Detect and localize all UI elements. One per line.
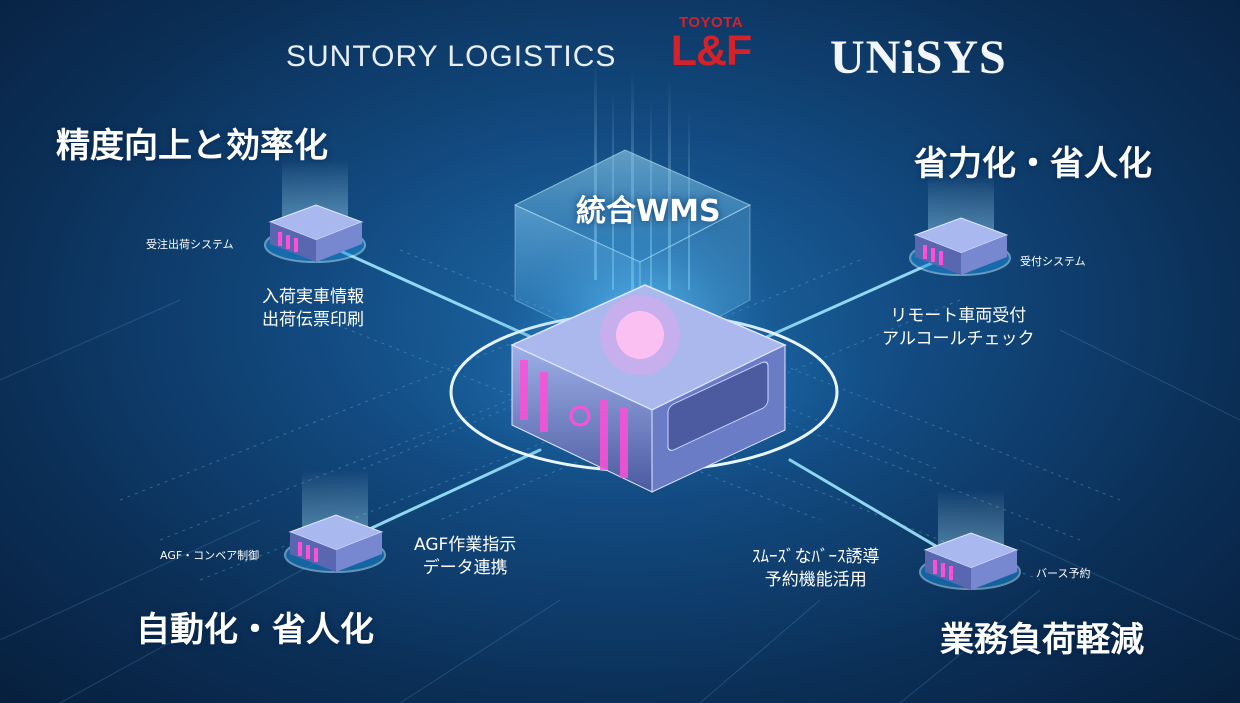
feature-line: AGF作業指示 — [414, 535, 517, 555]
feature-line: アルコールチェック — [882, 329, 1035, 349]
feature-line: 出荷伝票印刷 — [262, 310, 364, 330]
feature-text-top-left: 入荷実車情報 出荷伝票印刷 — [262, 286, 364, 332]
integrated-wms-title: 統合WMS — [576, 194, 721, 229]
feature-line: 入荷実車情報 — [262, 287, 364, 307]
system-label-reception: 受付システム — [1020, 255, 1086, 268]
toyota-lf-logo: TOYOTA L&F — [664, 14, 758, 75]
node-server-bottom-left — [284, 470, 386, 573]
heading-accuracy-efficiency: 精度向上と効率化 — [56, 126, 328, 166]
system-label-berth-reservation: バース予約 — [1036, 567, 1091, 580]
feature-line: データ連携 — [422, 558, 508, 578]
toyota-logo-text: TOYOTA — [678, 14, 744, 31]
feature-line: ｽﾑｰｽﾞなﾊﾞｰｽ誘導 — [752, 547, 880, 567]
data-center-building — [510, 284, 787, 493]
system-label-order-shipping: 受注出荷システム — [146, 238, 234, 251]
unisys-logo: UNiSYS — [830, 31, 1007, 84]
heading-automation: 自動化・省人化 — [136, 610, 374, 650]
feature-text-top-right: リモート車両受付 アルコールチェック — [882, 305, 1035, 351]
network-lines — [0, 299, 1240, 703]
node-server-top-right — [909, 175, 1011, 276]
feature-line: リモート車両受付 — [890, 306, 1027, 326]
system-label-agf-conveyor: AGF・コンベア制御 — [160, 549, 260, 562]
node-server-bottom-right — [919, 490, 1021, 590]
node-server-top-left — [264, 160, 366, 263]
feature-text-bottom-left: AGF作業指示 データ連携 — [414, 534, 516, 580]
suntory-logistics-logo: SUNTORY LOGISTICS — [286, 40, 617, 73]
feature-line: 予約機能活用 — [764, 570, 867, 590]
lf-logo-text: L&F — [670, 27, 753, 75]
heading-workload-reduction: 業務負荷軽減 — [940, 620, 1144, 660]
heading-labor-saving: 省力化・省人化 — [914, 144, 1152, 184]
feature-text-bottom-right: ｽﾑｰｽﾞなﾊﾞｰｽ誘導 予約機能活用 — [752, 546, 880, 592]
